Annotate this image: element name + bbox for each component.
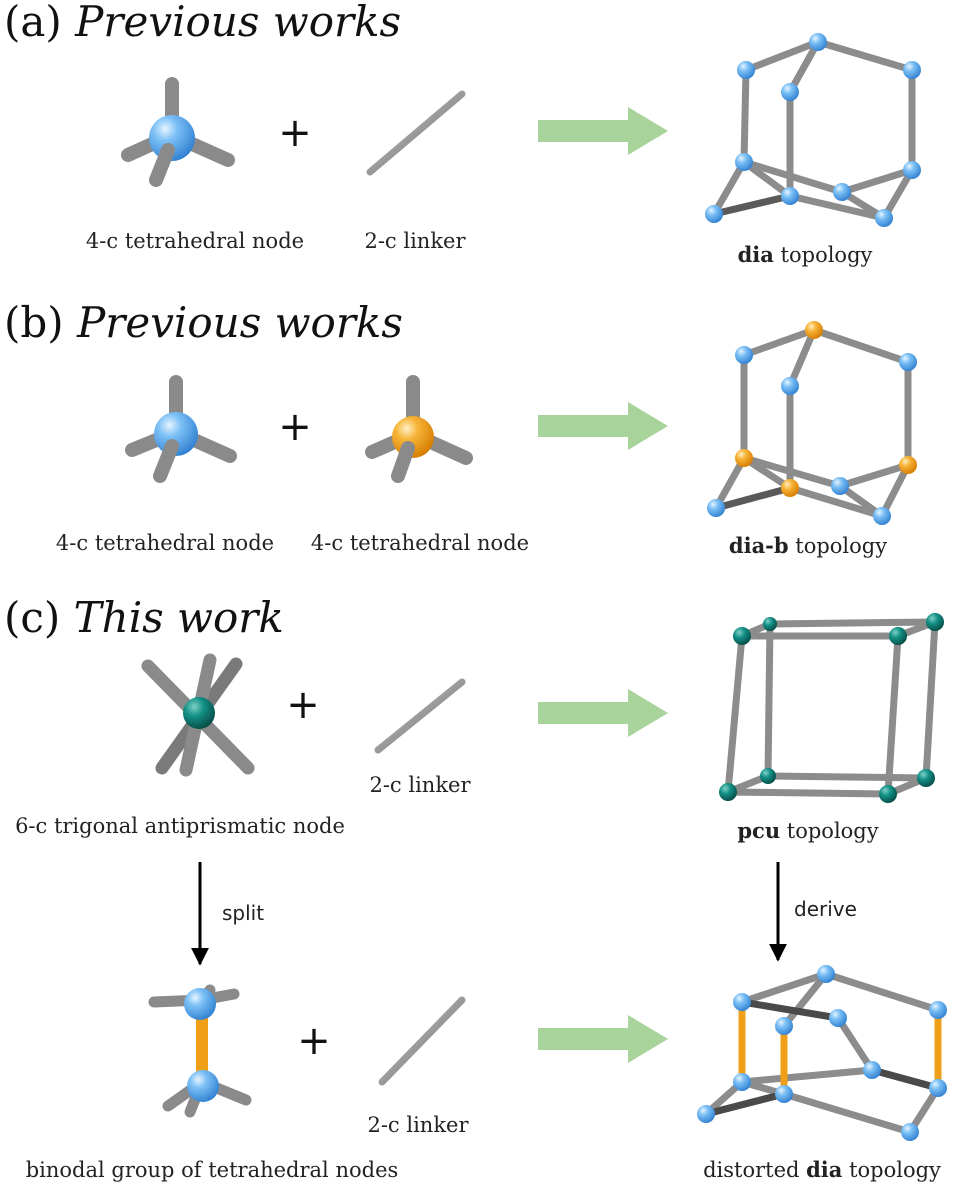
plus-sign: +: [278, 110, 312, 156]
panel-b: (b) Previous works + 4-c tetrahedral nod…: [4, 298, 917, 558]
distorted-dia-topology-caption: distorted dia topology: [703, 1157, 941, 1182]
derive-label: derive: [794, 897, 857, 921]
panel-c: (c) This work + 2-c linker 6-c trigonal …: [4, 593, 947, 1182]
antiprismatic-node-icon: [141, 653, 255, 777]
panel-c-title: (c) This work: [4, 593, 284, 642]
pcu-topology-caption: pcu topology: [737, 818, 878, 843]
distorted-dia-topology-nodes: [697, 965, 947, 1141]
orange-tetrahedral-node-icon: [365, 375, 473, 483]
linker-caption: 2-c linker: [364, 229, 466, 253]
dia-topology-nodes: [705, 33, 921, 227]
linker-top-caption: 2-c linker: [369, 773, 471, 797]
panel-a: (a) Previous works + 4-c tetrahedral nod…: [4, 0, 921, 267]
dia-topology-graphic: [710, 38, 916, 222]
node-caption: 4-c tetrahedral node: [86, 229, 304, 253]
pcu-topology-graphic: [724, 618, 939, 798]
green-arrow-icon: [538, 689, 668, 737]
pcu-topology-nodes: [719, 613, 944, 803]
tetrahedral-node-icon: [125, 375, 237, 483]
antiprismatic-node-caption: 6-c trigonal antiprismatic node: [15, 814, 345, 838]
dia-b-topology-caption: dia-b topology: [729, 533, 887, 558]
panel-b-title: (b) Previous works: [4, 298, 403, 347]
binodal-group-icon: [148, 984, 252, 1118]
green-arrow-icon: [538, 402, 668, 450]
linker-rod-icon: [374, 678, 466, 754]
green-arrow-icon: [538, 107, 668, 155]
plus-sign: +: [297, 1018, 331, 1064]
split-label: split: [222, 901, 264, 925]
linker-rod-icon: [366, 90, 466, 176]
green-arrow-icon: [538, 1015, 668, 1063]
plus-sign: +: [278, 404, 312, 450]
binodal-group-caption: binodal group of tetrahedral nodes: [26, 1158, 399, 1182]
node1-caption: 4-c tetrahedral node: [56, 531, 274, 555]
node2-caption: 4-c tetrahedral node: [311, 531, 529, 555]
linker-rod-icon: [378, 996, 466, 1086]
distorted-dia-topology-graphic: [702, 970, 942, 1136]
dia-b-topology-nodes: [707, 321, 917, 525]
linker-bottom-caption: 2-c linker: [367, 1113, 469, 1137]
panel-a-title: (a) Previous works: [4, 0, 401, 46]
plus-sign: +: [286, 682, 320, 728]
dia-topology-caption: dia topology: [738, 242, 873, 267]
tetrahedral-node-icon: [121, 77, 235, 187]
